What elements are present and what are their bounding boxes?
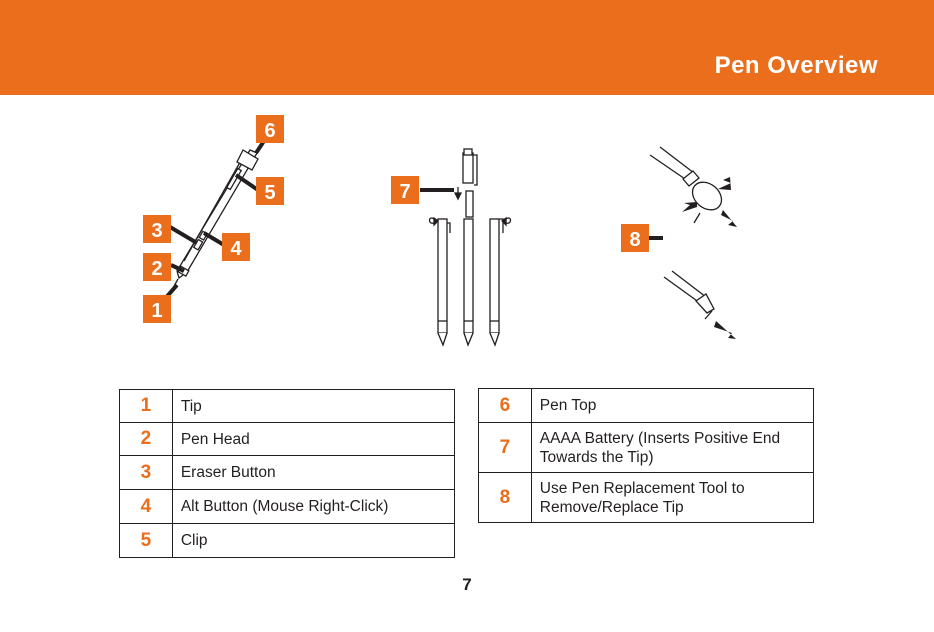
tip-tool-illustration xyxy=(649,146,737,339)
legend-row: 5 Clip xyxy=(119,523,456,558)
legend-number: 7 xyxy=(478,422,532,473)
legend-row: 3 Eraser Button xyxy=(119,455,456,490)
legend-label: Alt Button (Mouse Right-Click) xyxy=(171,489,456,524)
header-bar: Pen Overview xyxy=(0,0,934,95)
callout-6: 6 xyxy=(254,115,284,155)
legend-row: 7 AAAA Battery (Inserts Positive End Tow… xyxy=(478,422,815,473)
legend-row: 4 Alt Button (Mouse Right-Click) xyxy=(119,489,456,524)
callout-4: 4 xyxy=(202,231,250,261)
callout-3: 3 xyxy=(143,215,199,245)
callout-2: 2 xyxy=(143,253,185,281)
legend-number: 1 xyxy=(119,389,173,423)
callout-5-label: 5 xyxy=(264,182,275,204)
callout-1: 1 xyxy=(143,283,179,323)
legend-row: 6 Pen Top xyxy=(478,388,815,423)
legend-number: 3 xyxy=(119,455,173,490)
callout-1-label: 1 xyxy=(151,300,162,322)
callout-6-label: 6 xyxy=(264,120,275,142)
legend-label: Pen Top xyxy=(530,388,815,423)
callout-7: 7 xyxy=(391,176,454,204)
page-title: Pen Overview xyxy=(714,52,878,79)
legend-table-left: 1 Tip 2 Pen Head 3 Eraser Button 4 Alt B… xyxy=(119,389,456,558)
legend-number: 2 xyxy=(119,422,173,456)
legend-label: Clip xyxy=(171,523,456,558)
page-number: 7 xyxy=(462,575,472,594)
legend-label: Use Pen Replacement Tool to Remove/Repla… xyxy=(530,472,815,523)
callout-2-label: 2 xyxy=(151,258,162,280)
legend-number: 5 xyxy=(119,523,173,558)
legend-label: Eraser Button xyxy=(171,455,456,490)
callout-4-label: 4 xyxy=(230,238,242,260)
legend-row: 8 Use Pen Replacement Tool to Remove/Rep… xyxy=(478,472,815,523)
legend-number: 6 xyxy=(478,388,532,423)
callout-3-label: 3 xyxy=(151,220,162,242)
diagonal-pen xyxy=(172,149,259,289)
battery-pens xyxy=(428,148,512,347)
callout-7-label: 7 xyxy=(399,181,410,203)
callout-8: 8 xyxy=(621,224,663,252)
pen-illustration: 1 2 3 4 5 6 xyxy=(143,115,737,347)
legend-label: Tip xyxy=(171,389,456,423)
callout-8-label: 8 xyxy=(629,229,640,251)
legend-label: AAAA Battery (Inserts Positive End Towar… xyxy=(530,422,815,473)
legend-table-right: 6 Pen Top 7 AAAA Battery (Inserts Positi… xyxy=(478,388,815,523)
callout-5: 5 xyxy=(234,173,284,205)
legend-number: 4 xyxy=(119,489,173,524)
legend-row: 2 Pen Head xyxy=(119,422,456,456)
legend-number: 8 xyxy=(478,472,532,523)
legend-label: Pen Head xyxy=(171,422,456,456)
legend-row: 1 Tip xyxy=(119,389,456,423)
